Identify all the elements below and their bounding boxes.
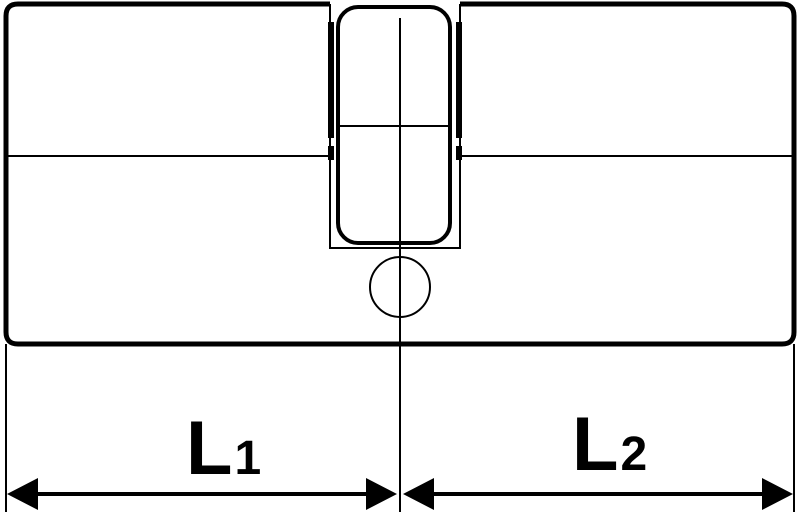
right-cylinder-body	[400, 1, 797, 347]
label-l1-subscript: 1	[234, 432, 261, 485]
left-cylinder-body	[3, 1, 400, 347]
label-l2: L2	[572, 402, 647, 487]
label-l1-letter: L	[186, 406, 232, 491]
label-l2-subscript: 2	[620, 428, 647, 481]
arrowhead-l1-right	[366, 478, 397, 510]
arrowhead-l2-right	[762, 478, 793, 510]
arrowhead-l2-left	[403, 478, 434, 510]
label-l1: L1	[186, 406, 261, 491]
arrowhead-l1-left	[7, 478, 38, 510]
label-l2-letter: L	[572, 402, 618, 487]
